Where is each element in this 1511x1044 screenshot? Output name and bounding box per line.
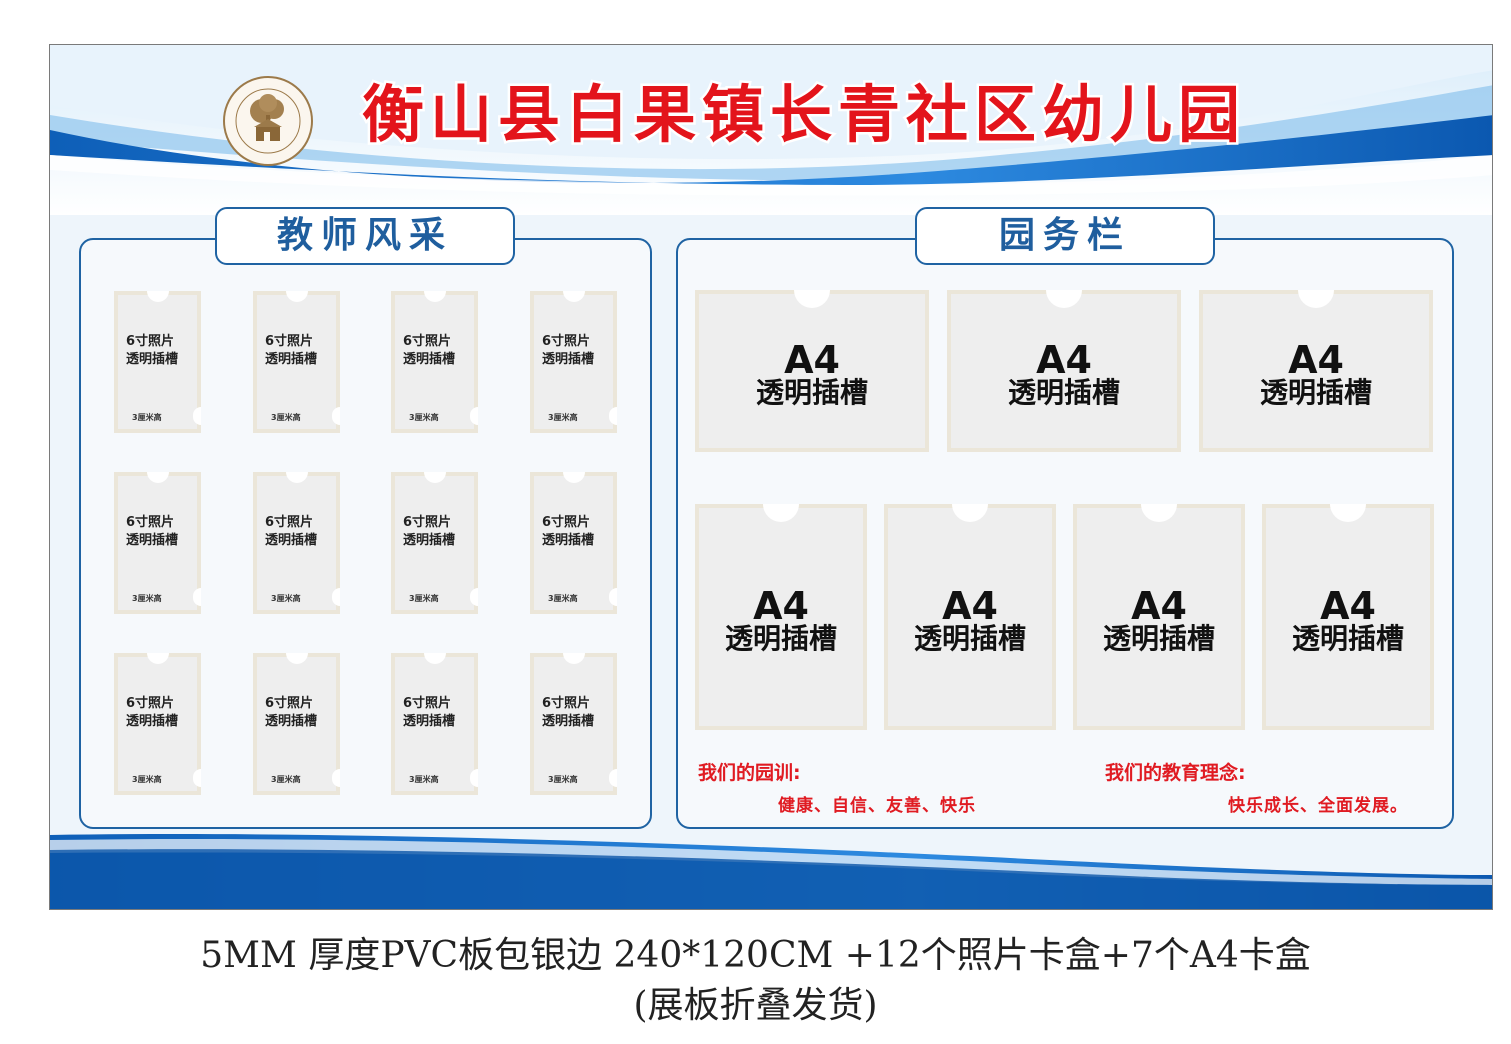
photo-slot: 6寸照片 透明插槽 3厘米高 bbox=[391, 472, 478, 614]
motto-left-heading: 我们的园训: bbox=[698, 762, 801, 784]
a4-slot: A4 透明插槽 bbox=[1262, 504, 1434, 730]
photo-slot: 6寸照片 透明插槽 3厘米高 bbox=[114, 653, 201, 795]
motto-right-text: 快乐成长、全面发展。 bbox=[1228, 796, 1408, 816]
photo-slot: 6寸照片 透明插槽 3厘米高 bbox=[253, 653, 340, 795]
board-title: 衡山县白果镇长青社区幼儿园 bbox=[360, 76, 1247, 154]
a4-slot: A4 透明插槽 bbox=[695, 290, 929, 452]
a4-slot: A4 透明插槽 bbox=[947, 290, 1181, 452]
photo-slot: 6寸照片 透明插槽 3厘米高 bbox=[114, 291, 201, 433]
product-caption-line2: (展板折叠发货) bbox=[633, 985, 878, 1026]
motto-right-heading: 我们的教育理念: bbox=[1105, 762, 1246, 784]
photo-slot: 6寸照片 透明插槽 3厘米高 bbox=[391, 653, 478, 795]
wave-background bbox=[50, 45, 1492, 909]
display-board: 衡山县白果镇长青社区幼儿园 教师风采 园务栏 6寸照片 透明插槽 3厘米高 6寸… bbox=[49, 44, 1493, 910]
a4-slot: A4 透明插槽 bbox=[695, 504, 867, 730]
photo-slot: 6寸照片 透明插槽 3厘米高 bbox=[253, 472, 340, 614]
teacher-showcase-tab: 教师风采 bbox=[215, 207, 515, 265]
affairs-tab: 园务栏 bbox=[915, 207, 1215, 265]
a4-slot: A4 透明插槽 bbox=[1073, 504, 1245, 730]
photo-slot: 6寸照片 透明插槽 3厘米高 bbox=[253, 291, 340, 433]
photo-slot: 6寸照片 透明插槽 3厘米高 bbox=[530, 291, 617, 433]
photo-slot: 6寸照片 透明插槽 3厘米高 bbox=[114, 472, 201, 614]
photo-slot: 6寸照片 透明插槽 3厘米高 bbox=[530, 472, 617, 614]
motto-left-text: 健康、自信、友善、快乐 bbox=[778, 796, 976, 816]
product-caption-line1: 5MM 厚度PVC板包银边 240*120CM +12个照片卡盒+7个A4卡盒 bbox=[200, 935, 1311, 976]
photo-slot: 6寸照片 透明插槽 3厘米高 bbox=[391, 291, 478, 433]
kindergarten-logo bbox=[223, 76, 313, 166]
a4-slot: A4 透明插槽 bbox=[884, 504, 1056, 730]
a4-slot: A4 透明插槽 bbox=[1199, 290, 1433, 452]
photo-slot: 6寸照片 透明插槽 3厘米高 bbox=[530, 653, 617, 795]
